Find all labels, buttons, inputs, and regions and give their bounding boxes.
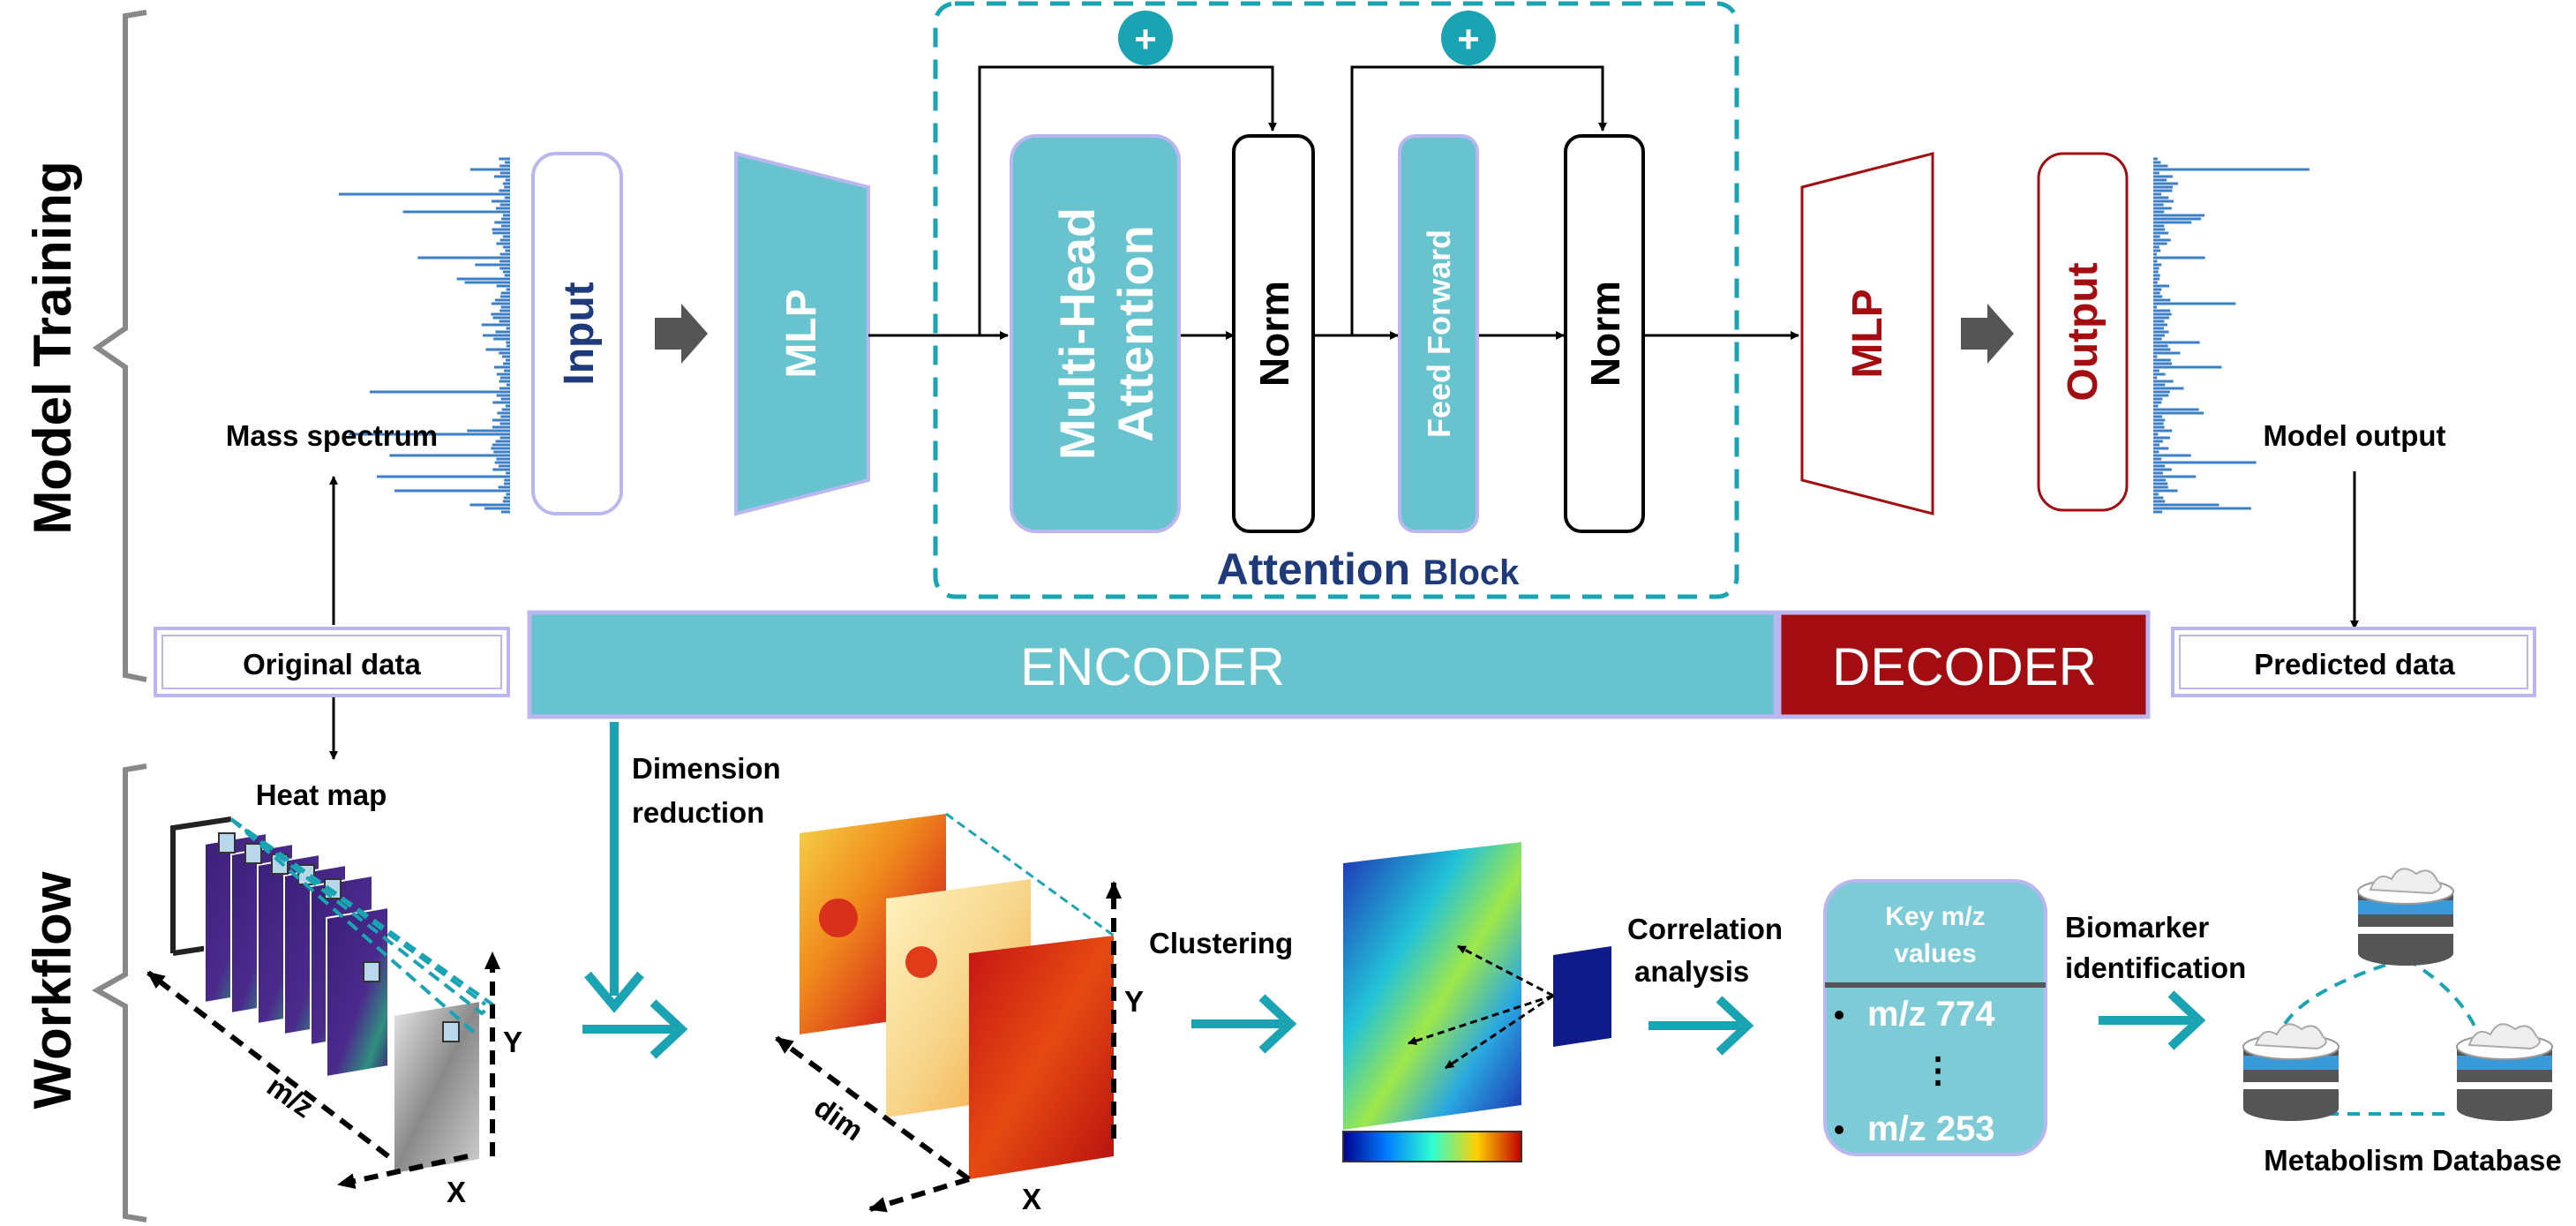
mlp-encoder-label: MLP (778, 289, 825, 378)
output-box (2037, 152, 2129, 512)
norm-1-label: Norm (1251, 281, 1297, 387)
heat-map-label: Heat map (256, 778, 387, 811)
key-mz-title-line1: Key m/z (1885, 902, 1985, 931)
input-label: Input (556, 282, 603, 385)
mass-spectrum-plot-input (338, 157, 510, 514)
section-training: Model Training (23, 10, 147, 682)
database-icon-right (2456, 1023, 2553, 1121)
svg-text:+: + (1134, 18, 1157, 61)
input-box (531, 152, 623, 515)
dimension-reduction-line2: reduction (632, 796, 764, 829)
dimension-reduction-line1: Dimension (632, 752, 781, 785)
attention-block-label: Attention Block (1217, 545, 1521, 594)
mass-spectrum-plot-output (2153, 157, 2309, 514)
predicted-data-label: Predicted data (2254, 648, 2455, 681)
mlp-encoder-shape (734, 151, 870, 516)
step-arrow-4 (2099, 990, 2206, 1050)
metabolism-database-graphic (2242, 868, 2553, 1121)
decoder-label: DECODER (1832, 637, 2097, 696)
reduced-axis-y: Y (1124, 985, 1144, 1018)
original-data-box (154, 627, 510, 697)
metabolism-database-label: Metabolism Database (2264, 1144, 2561, 1177)
workflow-bracket (91, 763, 147, 1222)
biomarker-line2: identification (2065, 951, 2246, 984)
heat-map-projection (229, 817, 487, 1036)
output-label: Output (2060, 262, 2107, 401)
reduced-axis-dim: dim (808, 1090, 869, 1147)
attention-block-frame (933, 1, 1739, 599)
clustering-label: Clustering (1149, 927, 1293, 959)
mlp-decoder-shape (1800, 152, 1934, 515)
cluster-colorbar (1342, 1131, 1522, 1162)
key-mz-value-1: m/z 774 (1867, 995, 1995, 1034)
step-arrow-3 (1648, 996, 1754, 1056)
decoder-bar (1776, 610, 2151, 719)
residual-connections (978, 65, 1607, 335)
model-output-label: Model output (2263, 419, 2445, 452)
norm-2-label: Norm (1582, 281, 1628, 387)
norm-1-box (1232, 134, 1315, 533)
encoder-down-arrow (584, 722, 644, 1013)
key-mz-value-2: m/z 253 (1867, 1109, 1995, 1148)
correlation-pointers (1408, 944, 1554, 1070)
feed-forward-box (1398, 134, 1479, 533)
key-mz-ellipsis: ⋮ (1920, 1051, 1956, 1090)
heat-map-axis-mz: m/z (261, 1069, 319, 1124)
block-arrow-2 (1961, 304, 2014, 364)
multi-head-attention-box (1010, 134, 1181, 533)
reduced-maps-stack (775, 812, 1122, 1213)
encoder-bar (527, 610, 1778, 719)
mass-spectrum-label: Mass spectrum (226, 419, 438, 452)
step-arrow-1 (582, 999, 688, 1059)
database-icon-top (2357, 868, 2454, 966)
key-mz-panel: Key m/z values m/z 774 ⋮ m/z 253 (1823, 879, 2047, 1156)
correlation-line2: analysis (1634, 955, 1749, 988)
heat-map-axis-y: Y (503, 1026, 522, 1058)
key-mz-title-line2: values (1894, 939, 1976, 968)
data-arrows (329, 471, 2359, 760)
database-icon-left (2242, 1023, 2339, 1121)
reduced-axis-x: X (1022, 1183, 1041, 1215)
cluster-map (1342, 842, 1611, 1162)
heat-map-stack (146, 816, 500, 1189)
residual-plus-2: + (1441, 11, 1496, 65)
training-bracket (92, 10, 147, 682)
heat-map-slices (204, 831, 481, 1176)
svg-text:+: + (1457, 18, 1480, 61)
multi-head-attention-line1: Multi-Head (1049, 207, 1105, 460)
norm-2-box (1564, 134, 1645, 533)
feed-forward-label: Feed Forward (1421, 229, 1457, 438)
original-data-label: Original data (243, 648, 421, 681)
section-title-training: Model Training (23, 161, 82, 534)
section-workflow: Workflow (23, 763, 147, 1222)
heat-map-axis-x: X (447, 1176, 466, 1208)
residual-plus-1: + (1118, 11, 1173, 65)
multi-head-attention-line2: Attention (1108, 225, 1163, 442)
encoder-label: ENCODER (1020, 637, 1285, 696)
axis-mz (146, 970, 390, 1159)
correlation-line1: Correlation (1627, 913, 1783, 945)
step-arrow-2 (1191, 994, 1297, 1054)
mlp-decoder-label: MLP (1844, 289, 1891, 378)
biomarker-line1: Biomarker (2065, 911, 2209, 944)
predicted-data-box (2171, 627, 2536, 697)
block-arrow-1 (655, 304, 708, 364)
section-title-workflow: Workflow (23, 871, 82, 1109)
